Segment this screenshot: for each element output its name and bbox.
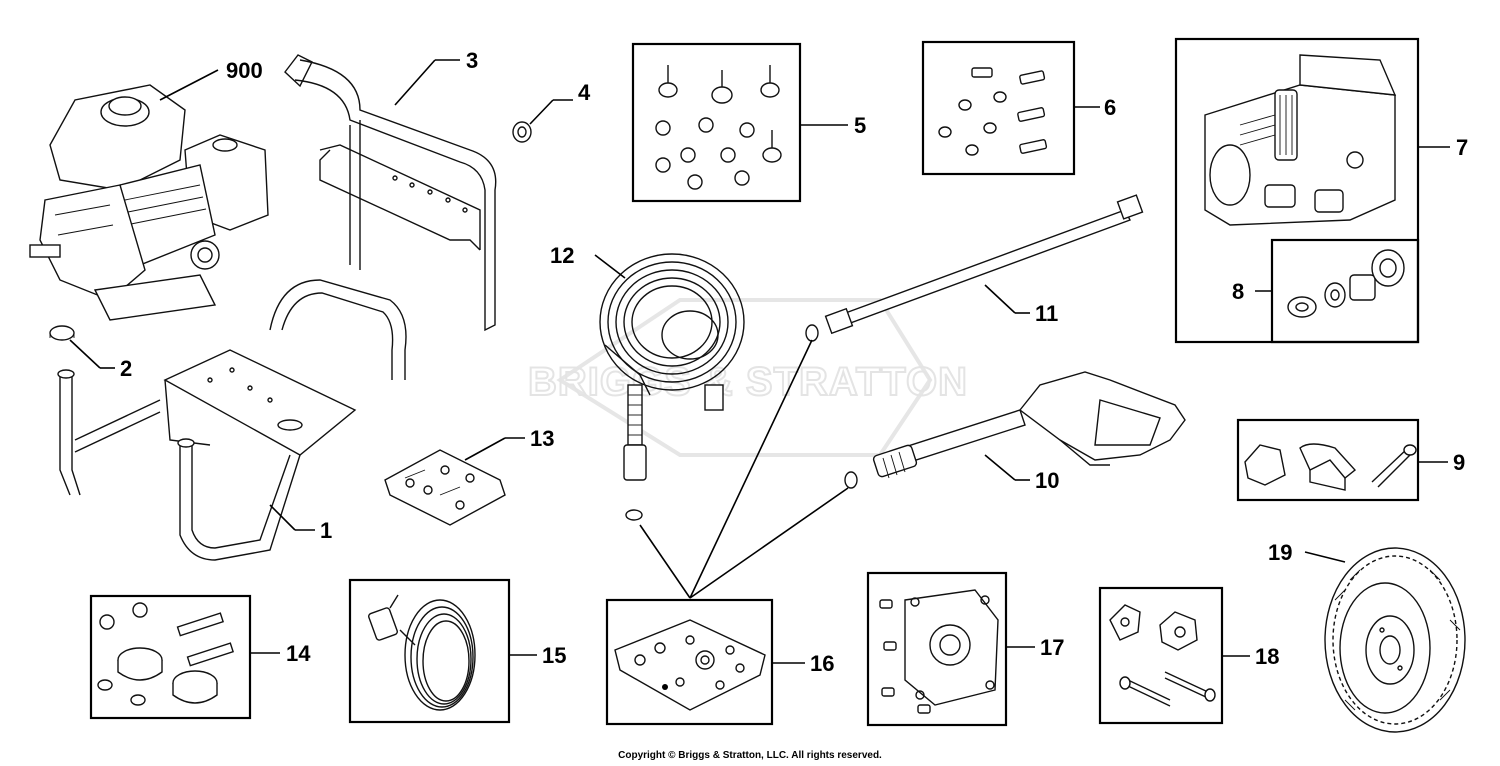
siphon-hose-15[interactable] bbox=[368, 594, 476, 711]
callout-9: 9 bbox=[1453, 450, 1465, 475]
callout-6: 6 bbox=[1104, 95, 1116, 120]
box-6 bbox=[921, 40, 1076, 176]
callout-14: 14 bbox=[286, 641, 311, 666]
handle-3[interactable] bbox=[284, 54, 497, 332]
callout-3: 3 bbox=[466, 48, 478, 73]
hardware-14[interactable] bbox=[97, 602, 234, 706]
callout-17: 17 bbox=[1040, 635, 1064, 660]
watermark: BRIGGS & STRATTON bbox=[527, 298, 968, 457]
callout-1: 1 bbox=[320, 518, 332, 543]
hardware-9[interactable] bbox=[1244, 443, 1417, 491]
box-5 bbox=[631, 42, 802, 203]
callout-11: 11 bbox=[1035, 301, 1058, 326]
hose-12[interactable] bbox=[599, 253, 745, 521]
leader-lines-16 bbox=[639, 339, 849, 599]
mounting-plate-17[interactable] bbox=[879, 589, 999, 714]
callout-15: 15 bbox=[542, 643, 566, 668]
nut-4[interactable] bbox=[512, 121, 532, 143]
box-17 bbox=[866, 571, 1008, 727]
frame-1[interactable] bbox=[57, 279, 407, 561]
callout-16: 16 bbox=[810, 651, 834, 676]
o-ring-kit-16[interactable] bbox=[614, 619, 766, 711]
watermark-text: BRIGGS & STRATTON bbox=[528, 360, 968, 404]
valve-kit-8[interactable] bbox=[1287, 249, 1405, 318]
box-18 bbox=[1098, 586, 1224, 725]
spray-gun-10[interactable] bbox=[844, 371, 1186, 489]
box-14 bbox=[89, 594, 252, 720]
wand-11[interactable] bbox=[805, 194, 1144, 342]
box-15 bbox=[348, 578, 511, 724]
copyright-notice: Copyright © Briggs & Stratton, LLC. All … bbox=[618, 750, 882, 761]
knob-kit-18[interactable] bbox=[1109, 604, 1216, 707]
nozzle-bag-13[interactable] bbox=[384, 449, 506, 526]
callout-12: 12 bbox=[550, 243, 574, 268]
callout-5: 5 bbox=[854, 113, 866, 138]
cap-2[interactable] bbox=[49, 325, 75, 341]
callout-8: 8 bbox=[1232, 279, 1244, 304]
callout-7: 7 bbox=[1456, 135, 1468, 160]
box-16 bbox=[605, 598, 774, 726]
engine-900[interactable] bbox=[29, 84, 269, 321]
box-9 bbox=[1236, 418, 1420, 502]
callout-10: 10 bbox=[1035, 468, 1059, 493]
callout-18: 18 bbox=[1255, 644, 1279, 669]
callout-19: 19 bbox=[1268, 540, 1292, 565]
hardware-6[interactable] bbox=[938, 67, 1048, 156]
callout-4: 4 bbox=[578, 80, 591, 105]
callout-2: 2 bbox=[120, 356, 132, 381]
wheel-19[interactable] bbox=[1324, 547, 1466, 733]
pump-7[interactable] bbox=[1204, 54, 1397, 226]
callout-13: 13 bbox=[530, 426, 554, 451]
hardware-5[interactable] bbox=[655, 65, 782, 190]
callout-900: 900 bbox=[226, 58, 263, 83]
